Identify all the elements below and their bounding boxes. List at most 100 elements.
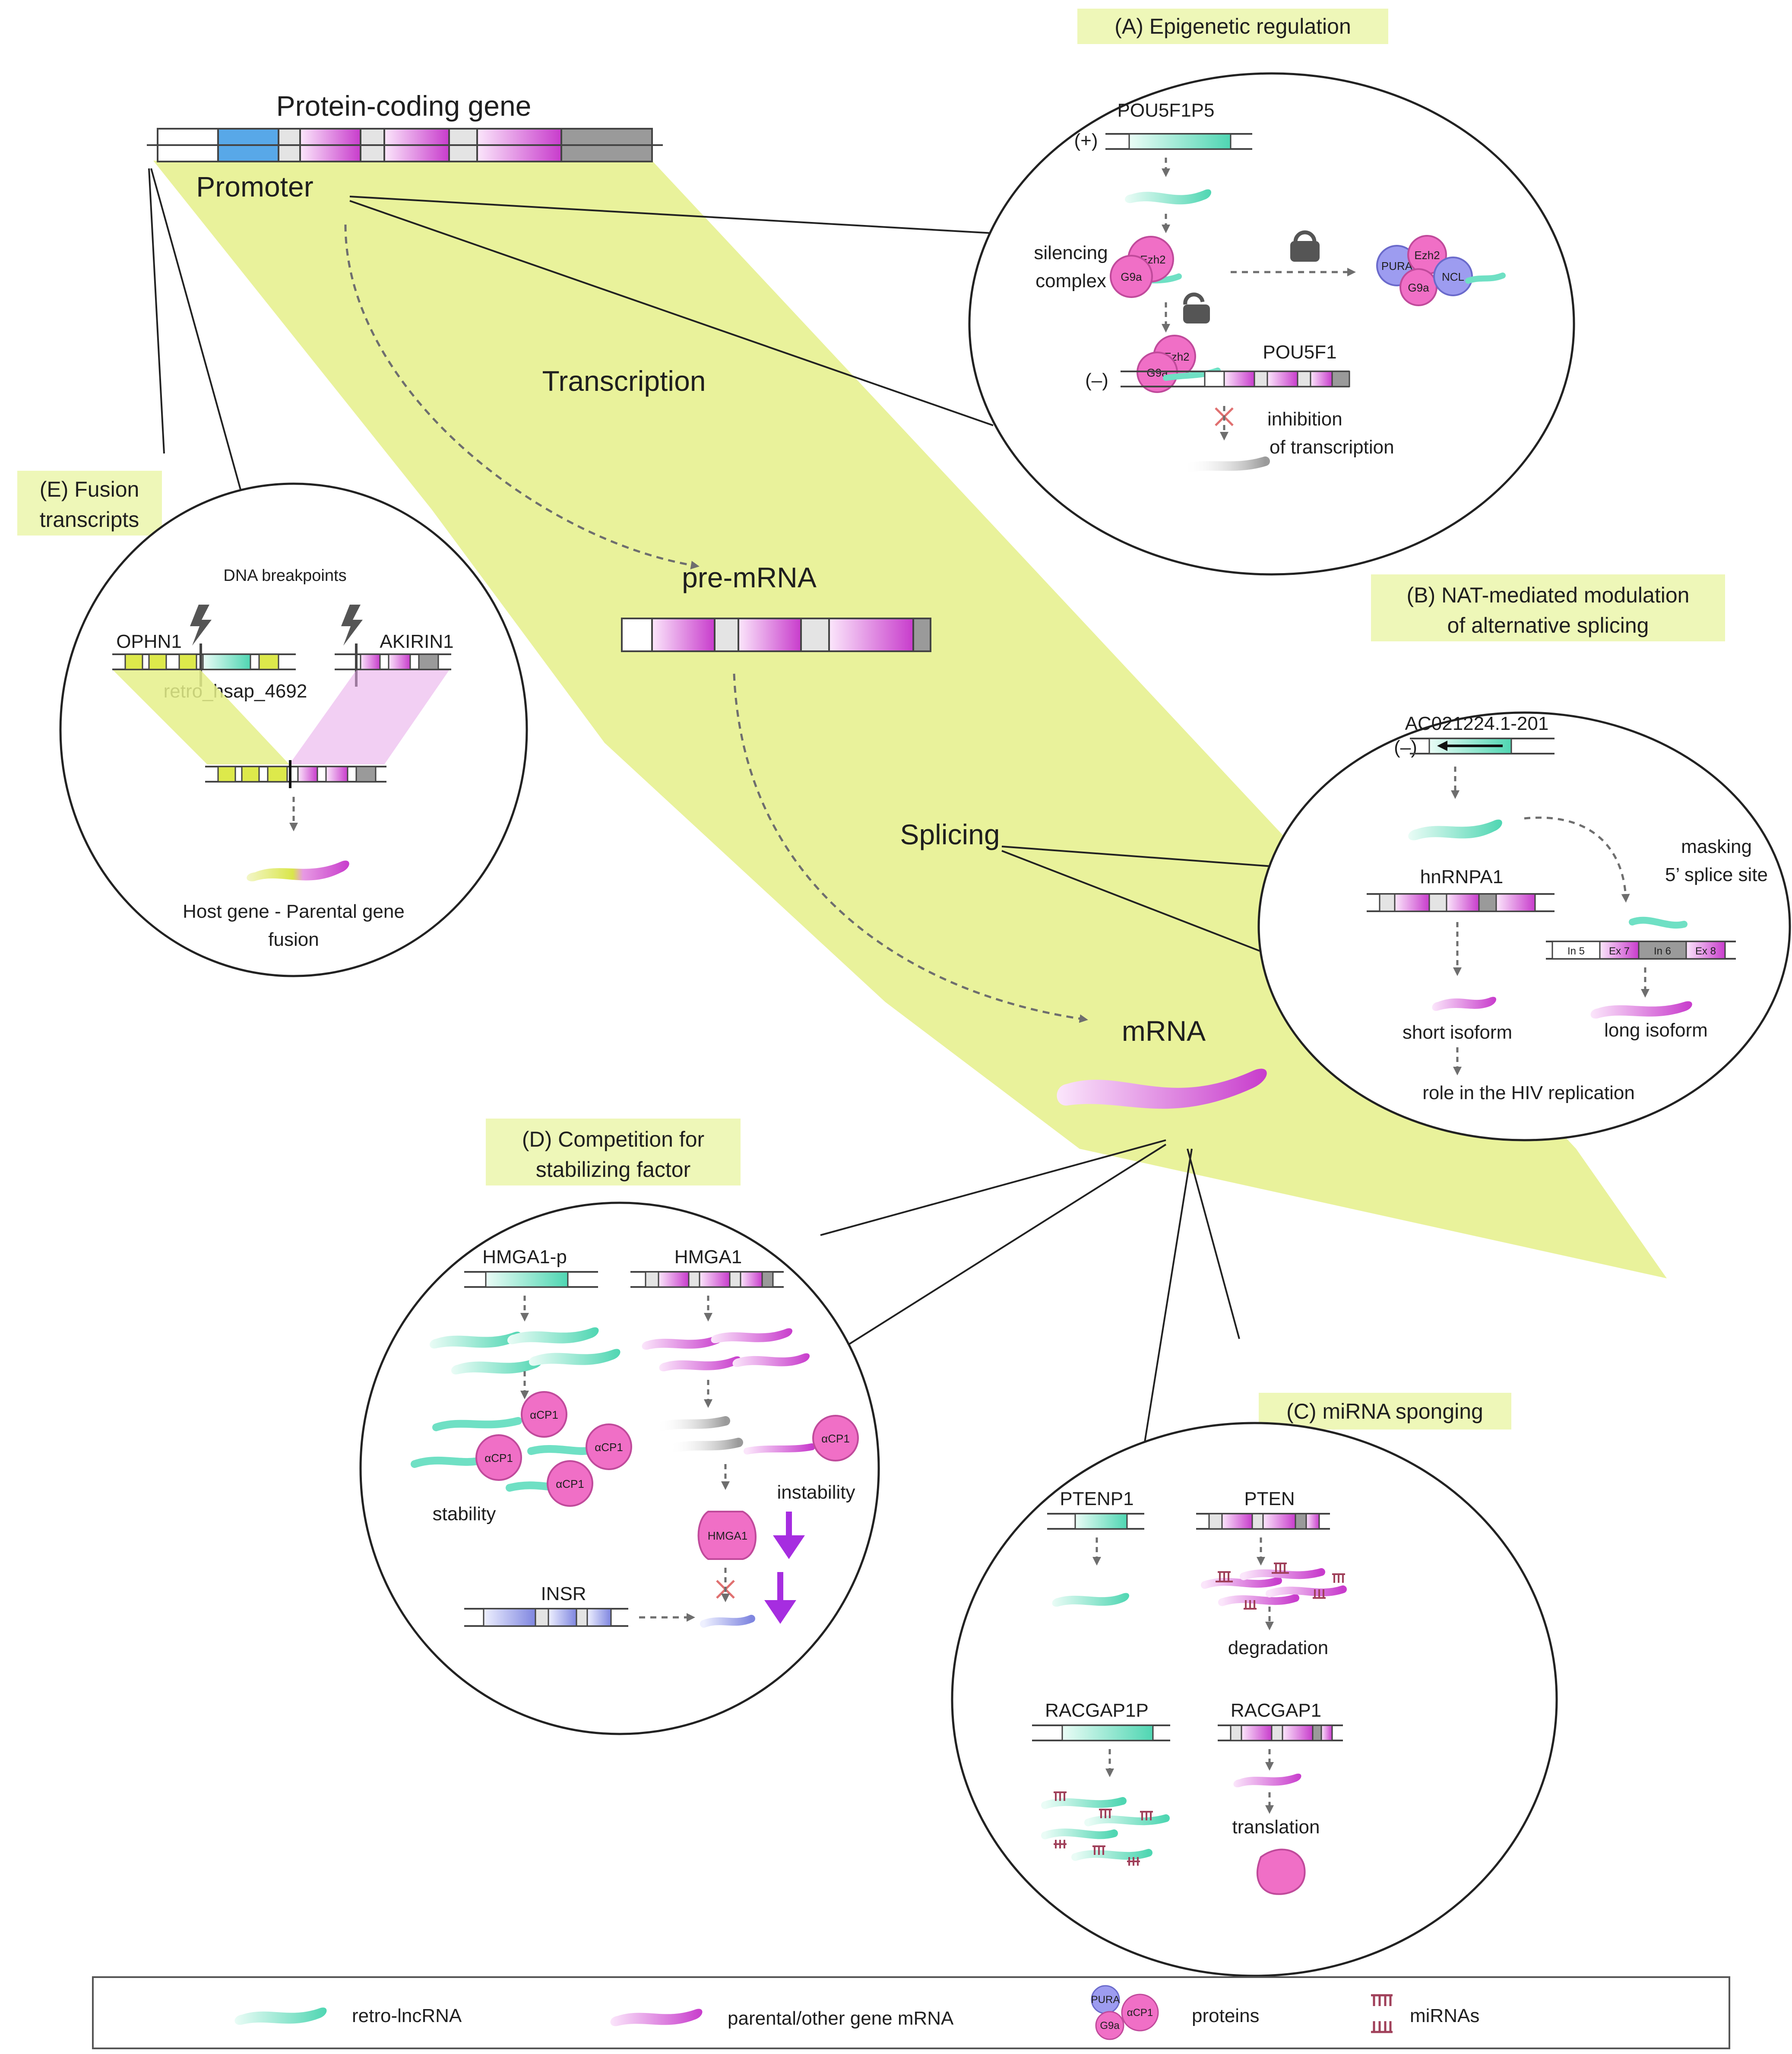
splicing-arrow: [733, 673, 1088, 1023]
pou5f1p5-label: POU5F1P5: [1118, 100, 1215, 121]
ac021224-gene: [1410, 738, 1555, 754]
pou5f1p5-gene: [1128, 133, 1232, 150]
svg-text:G9a: G9a: [1121, 270, 1142, 283]
insr-label: INSR: [541, 1583, 586, 1604]
long-isoform-label: long isoform: [1604, 1020, 1708, 1041]
svg-text:In 5: In 5: [1567, 945, 1585, 957]
panel-a-circle: [968, 72, 1575, 576]
svg-text:G9a: G9a: [1100, 2020, 1120, 2032]
minus-strand-a: (–): [1085, 370, 1108, 391]
ac021224-label: AC021224.1-201: [1405, 713, 1549, 734]
splice-site-label: 5’ splice site: [1665, 864, 1768, 885]
svg-text:αCP1: αCP1: [530, 1408, 558, 1421]
panel-e-circle: [59, 482, 528, 977]
short-isoform-transcript: [1432, 997, 1496, 1011]
translation-label: translation: [1232, 1816, 1320, 1838]
instability-label: instability: [777, 1482, 855, 1503]
hnrnpa1-label: hnRNPA1: [1420, 866, 1503, 888]
pou5f1-gene: [1121, 371, 1350, 387]
lock-icon: [1290, 230, 1320, 262]
lightning-icon: [190, 605, 212, 646]
legend: retro-lncRNA parental/other gene mRNA PU…: [92, 1976, 1730, 2049]
panel-c-title-bg: [1259, 1393, 1511, 1430]
ptenp1-transcript: [1052, 1593, 1129, 1607]
pre-mrna-label: pre-mRNA: [682, 561, 817, 593]
pten-label: PTEN: [1244, 1488, 1295, 1509]
parental-transcripts-group: [642, 1328, 810, 1372]
legend-retro-swatch: [234, 2007, 327, 2025]
panel-e-fusion: (E) Fusion transcripts DNA breakpoints O…: [17, 471, 528, 977]
plus-strand: (+): [1074, 130, 1098, 151]
pten-gene: [1196, 1513, 1330, 1530]
akirin1-label: AKIRIN1: [380, 631, 453, 652]
pou5f1-label: POU5F1: [1263, 342, 1336, 363]
ophn1-label: OPHN1: [116, 631, 182, 652]
racgap1-gene: [1218, 1724, 1343, 1741]
panel-b-circle: [1257, 711, 1791, 1141]
long-isoform-transcript: [1590, 1001, 1692, 1019]
of-transcription-label: of transcription: [1270, 437, 1394, 458]
panel-a-epigenetic: (A) Epigenetic regulation POU5F1P5 (+) s…: [968, 9, 1575, 576]
degradation-label: degradation: [1228, 1637, 1328, 1658]
svg-text:HMGA1: HMGA1: [708, 1529, 747, 1542]
panel-d-title-bg: [486, 1119, 741, 1185]
hnrnpa1-gene: [1367, 893, 1555, 912]
panel-b-title-1: (B) NAT-mediated modulation: [1407, 583, 1690, 607]
racgap1p-mirna-cluster: [1041, 1791, 1170, 1866]
panel-a-title: (A) Epigenetic regulation: [1114, 14, 1351, 38]
panel-c-mirna: (C) miRNA sponging PTENP1 PTEN: [951, 1393, 1558, 1977]
down-arrow-icon: [773, 1512, 805, 1559]
ptenp1-label: PTENP1: [1060, 1488, 1133, 1509]
silencing-complex: Ezh2 G9a: [1110, 236, 1182, 298]
svg-text:αCP1: αCP1: [484, 1452, 513, 1464]
racgap1-transcript: [1233, 1773, 1301, 1788]
panel-d-title-1: (D) Competition for: [522, 1127, 704, 1151]
akirin1-gene: [335, 643, 451, 687]
panel-d-title-2: stabilizing factor: [536, 1157, 691, 1182]
pre-mrna-bar: [621, 618, 931, 652]
retro-lncrna: [1125, 189, 1211, 205]
down-arrow-icon: [764, 1572, 796, 1624]
mirna-icon: [1371, 1994, 1393, 2033]
legend-proteins-label: proteins: [1192, 2005, 1260, 2026]
panel-b-title-2: of alternative splicing: [1447, 613, 1649, 637]
svg-text:Ezh2: Ezh2: [1414, 249, 1440, 262]
legend-protein-swatch: PURA G9a αCP1: [1091, 1985, 1159, 2040]
svg-text:Ex 7: Ex 7: [1609, 945, 1630, 957]
complex-label: complex: [1035, 270, 1106, 292]
protein-coding-gene: Protein-coding gene Promoter: [147, 90, 663, 203]
panel-d-competition: (D) Competition for stabilizing factor H…: [359, 1119, 880, 1735]
promoter-label: Promoter: [196, 171, 313, 203]
legend-parental-swatch: [610, 2009, 703, 2026]
panel-e-title-bg: [17, 471, 162, 536]
unlock-icon: [1183, 292, 1210, 323]
hmga1-gene-label: HMGA1: [674, 1246, 742, 1268]
ophn1-gene: [112, 643, 296, 687]
retro-transcripts-group: [430, 1327, 621, 1375]
hmga1p-gene: [464, 1271, 598, 1288]
silencing-label: silencing: [1034, 242, 1108, 263]
transcription-arrow: [344, 224, 700, 570]
panel-a-title-bg: [1077, 9, 1388, 44]
insr-gene: [464, 1608, 628, 1627]
masking-label: masking: [1681, 836, 1752, 857]
hmga1-protein: HMGA1: [697, 1511, 757, 1560]
hiv-label: role in the HIV replication: [1422, 1082, 1635, 1103]
gene-bar: [147, 128, 663, 162]
pura-complex: PURA Ezh2 G9a NCL: [1376, 235, 1506, 306]
racgap1p-gene: [1032, 1724, 1170, 1741]
dna-breakpoints-label: DNA breakpoints: [223, 567, 346, 585]
acp1-complexes: αCP1 αCP1 αCP1 αCP1: [411, 1391, 632, 1507]
insr-transcript: [700, 1615, 755, 1628]
hmga1-gene: [630, 1271, 784, 1288]
racgap1p-label: RACGAP1P: [1045, 1700, 1149, 1721]
translated-protein: [1256, 1848, 1306, 1895]
legend-parental-label: parental/other gene mRNA: [728, 2008, 954, 2029]
svg-text:Ex 8: Ex 8: [1695, 945, 1716, 957]
lightning-icon: [341, 605, 363, 646]
panel-b-title-bg: [1371, 574, 1725, 641]
svg-text:G9a: G9a: [1408, 281, 1429, 294]
mrna-label: mRNA: [1122, 1015, 1206, 1047]
splicing-label: Splicing: [900, 818, 1000, 850]
